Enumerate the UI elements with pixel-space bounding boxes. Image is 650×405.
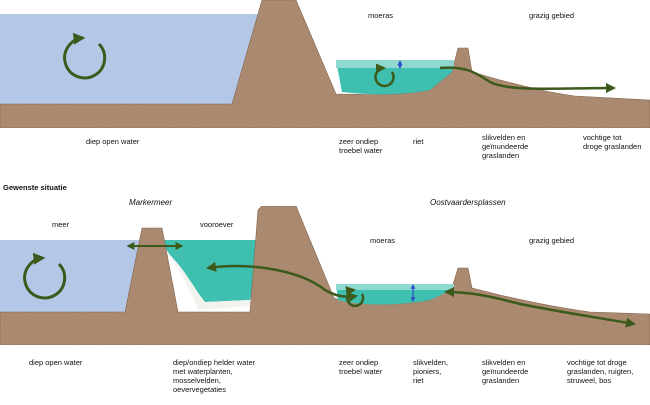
open-water-bottom xyxy=(0,240,140,312)
label-markermeer: Markermeer xyxy=(129,198,173,207)
label-vochtig-bottom: vochtige tot droge graslanden, ruigten, … xyxy=(567,358,634,385)
terrain-top xyxy=(0,0,650,129)
marsh-water-top xyxy=(336,60,454,95)
label-zeer-bottom: zeer ondiep troebel water xyxy=(339,358,383,376)
label-vooroever: vooroever xyxy=(200,220,234,229)
label-meer: meer xyxy=(52,220,70,229)
section-title: Gewenste situatie xyxy=(3,183,67,192)
circulation-arrow-marsh-bottom xyxy=(345,286,365,308)
label-pioniers: slikvelden, pioniers, riet xyxy=(413,358,449,385)
flow-arrow-top xyxy=(439,66,616,94)
label-slik-bottom: slikvelden en geïnundeerde graslanden xyxy=(482,358,529,385)
label-riet-top: riet xyxy=(413,137,424,146)
label-helder-water: diep/ondiep helder water met waterplante… xyxy=(173,358,256,394)
label-slik-top: slikvelden en geïnundeerde graslanden xyxy=(482,133,529,160)
label-vochtig-top: vochtige tot droge graslanden xyxy=(583,133,642,151)
bottom-section xyxy=(0,205,650,346)
flow-arrow-bottom xyxy=(444,287,636,328)
marsh-water-surface-bottom xyxy=(336,284,454,290)
label-moeras-top: moeras xyxy=(368,11,394,20)
label-diep-top: diep open water xyxy=(86,137,140,146)
marsh-water-surface-top xyxy=(336,60,454,68)
open-water-top xyxy=(0,14,262,104)
circulation-arrow-marsh-top xyxy=(374,63,395,88)
circulation-arrow-meer xyxy=(23,252,67,300)
vooroever-sediment xyxy=(165,250,250,310)
label-diep-bottom: diep open water xyxy=(29,358,83,367)
label-grazig-bottom: grazig gebied xyxy=(529,236,575,245)
label-oostvaardersplassen: Oostvaardersplassen xyxy=(430,198,506,207)
label-moeras-bottom: moeras xyxy=(370,236,396,245)
circulation-arrow-open-water-top xyxy=(63,32,107,80)
exchange-arrow-vooroever-marsh xyxy=(206,261,358,303)
label-zeer-top: zeer ondiep troebel water xyxy=(339,137,383,155)
label-grazig-top: grazig gebied xyxy=(529,11,575,20)
top-section xyxy=(0,0,650,129)
